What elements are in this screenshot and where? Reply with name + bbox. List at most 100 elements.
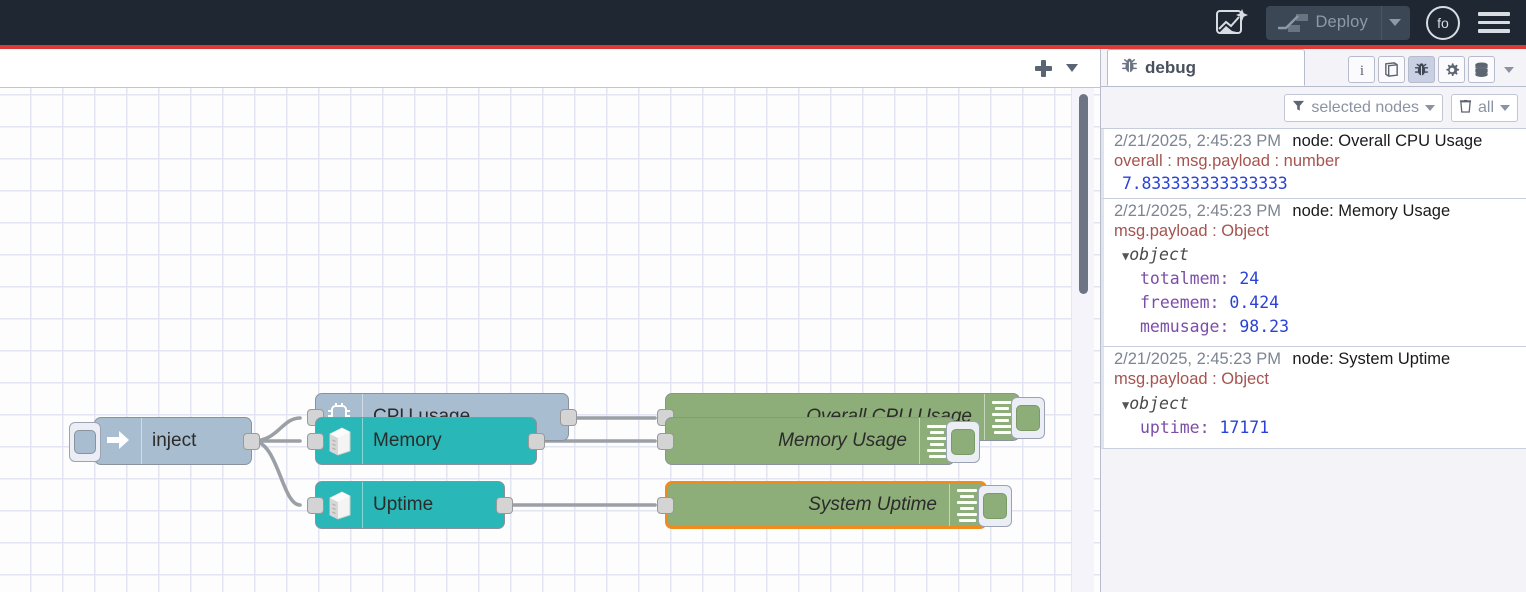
- sidebar: debug i: [1100, 49, 1526, 592]
- caret-down-icon: ▼: [1122, 397, 1130, 412]
- node-memory[interactable]: Memory: [307, 417, 545, 465]
- filter-icon: [1292, 99, 1305, 117]
- debug-message[interactable]: 2/21/2025, 2:45:23 PM node: System Uptim…: [1101, 347, 1526, 449]
- debug-object-toggle[interactable]: ▼object: [1114, 241, 1518, 264]
- debug-lines-icon: [949, 484, 984, 526]
- debug-toggle-button[interactable]: [1011, 397, 1045, 439]
- chevron-down-icon: [1424, 104, 1435, 111]
- debug-value: 7.833333333333333: [1122, 173, 1288, 193]
- canvas-scrollbar[interactable]: [1079, 94, 1088, 294]
- debug-topic: msg.payload : Object: [1114, 221, 1269, 240]
- sidebar-tab-row: debug i: [1101, 49, 1526, 87]
- debug-toggle-button[interactable]: [946, 421, 980, 463]
- node-label: inject: [152, 430, 197, 451]
- debug-message[interactable]: 2/21/2025, 2:45:23 PM node: Memory Usage…: [1101, 198, 1526, 348]
- bug-icon: [1120, 56, 1139, 80]
- debug-object-property: totalmem: 24: [1140, 269, 1260, 289]
- hamburger-menu-icon[interactable]: [1478, 8, 1510, 38]
- property-key: totalmem: [1140, 269, 1220, 289]
- debug-object-property: uptime: 17171: [1140, 417, 1270, 437]
- gear-icon[interactable]: [1438, 56, 1465, 83]
- output-port[interactable]: [496, 497, 513, 514]
- bug-icon[interactable]: [1408, 56, 1435, 83]
- sidebar-tab-label: debug: [1145, 57, 1196, 77]
- avatar[interactable]: fo: [1426, 5, 1460, 40]
- node-label: Uptime: [373, 494, 434, 515]
- inject-arrow-icon: [95, 418, 142, 464]
- inject-trigger-button[interactable]: [69, 422, 101, 462]
- flow-tab-bar: [0, 49, 1100, 88]
- debug-object-label: object: [1129, 245, 1189, 265]
- debug-clear-button[interactable]: all: [1450, 93, 1518, 122]
- node-memory-usage[interactable]: Memory Usage: [657, 417, 980, 465]
- node-label: System Uptime: [808, 494, 937, 515]
- server-icon: [316, 482, 363, 528]
- debug-clear-label: all: [1477, 98, 1494, 116]
- plus-icon[interactable]: [1028, 53, 1058, 83]
- database-icon[interactable]: [1468, 56, 1495, 83]
- deploy-label: Deploy: [1315, 13, 1368, 31]
- property-key: memusage: [1140, 317, 1220, 337]
- info-icon[interactable]: i: [1348, 56, 1375, 83]
- chevron-down-icon: [1500, 104, 1510, 111]
- property-value: 24: [1239, 269, 1260, 289]
- debug-object-property: memusage: 98.23: [1140, 317, 1290, 337]
- debug-source-node: node: System Uptime: [1292, 350, 1451, 369]
- debug-message-header: 2/21/2025, 2:45:23 PM node: System Uptim…: [1114, 350, 1518, 369]
- property-value: 0.424: [1229, 293, 1280, 313]
- canvas-scroll-track: [1071, 88, 1094, 592]
- caret-down-icon: ▼: [1122, 249, 1130, 264]
- debug-filter-row: selected nodes all: [1101, 87, 1526, 129]
- server-icon: [316, 418, 363, 464]
- output-port[interactable]: [560, 409, 577, 426]
- input-port[interactable]: [657, 433, 674, 450]
- flow-canvas[interactable]: inject CPU us: [0, 88, 1100, 592]
- debug-message-header: 2/21/2025, 2:45:23 PM node: Memory Usage: [1114, 202, 1518, 221]
- debug-object-label: object: [1129, 393, 1189, 413]
- deploy-caret-icon[interactable]: [1381, 5, 1408, 40]
- debug-timestamp: 2/21/2025, 2:45:23 PM: [1114, 132, 1281, 150]
- debug-toggle-button[interactable]: [978, 485, 1012, 527]
- trash-icon: [1459, 98, 1472, 118]
- node-uptime[interactable]: Uptime: [307, 481, 513, 529]
- property-value: 17171: [1219, 417, 1270, 437]
- sidebar-tab-debug[interactable]: debug: [1107, 49, 1305, 86]
- node-inject[interactable]: inject: [69, 417, 260, 465]
- debug-lines-icon: [919, 418, 954, 464]
- output-port[interactable]: [243, 433, 260, 450]
- output-port[interactable]: [528, 433, 545, 450]
- book-icon[interactable]: [1378, 56, 1405, 83]
- debug-source-node: node: Memory Usage: [1292, 201, 1451, 220]
- property-key: uptime: [1140, 417, 1200, 437]
- debug-object-property: freemem: 0.424: [1140, 293, 1280, 313]
- debug-node-filter[interactable]: selected nodes: [1284, 93, 1443, 122]
- debug-message-list[interactable]: 2/21/2025, 2:45:23 PM node: Overall CPU …: [1101, 129, 1526, 592]
- input-port[interactable]: [307, 497, 324, 514]
- node-label: Memory Usage: [778, 430, 907, 451]
- debug-topic: msg.payload : Object: [1114, 370, 1269, 389]
- debug-message[interactable]: 2/21/2025, 2:45:23 PM node: Overall CPU …: [1101, 129, 1526, 199]
- debug-lines-icon: [984, 394, 1019, 440]
- property-key: freemem: [1140, 293, 1210, 313]
- debug-topic: overall : msg.payload : number: [1114, 152, 1340, 170]
- flow-assistant-icon[interactable]: [1212, 3, 1252, 43]
- input-port[interactable]: [307, 433, 324, 450]
- input-port[interactable]: [657, 497, 674, 514]
- deploy-button[interactable]: Deploy: [1266, 5, 1410, 40]
- debug-timestamp: 2/21/2025, 2:45:23 PM: [1114, 350, 1281, 369]
- debug-object-toggle[interactable]: ▼object: [1114, 390, 1518, 413]
- property-value: 98.23: [1239, 317, 1290, 337]
- deploy-icon: [1276, 11, 1310, 35]
- app-header: Deploy fo: [0, 0, 1526, 45]
- node-system-uptime[interactable]: System Uptime: [657, 481, 1012, 529]
- debug-message-header: 2/21/2025, 2:45:23 PM node: Overall CPU …: [1114, 132, 1518, 151]
- svg-text:i: i: [1359, 63, 1363, 78]
- sidebar-actions-caret-icon[interactable]: [1498, 56, 1520, 83]
- sidebar-action-buttons: i: [1348, 56, 1526, 86]
- debug-source-node: node: Overall CPU Usage: [1292, 132, 1483, 150]
- chevron-down-icon[interactable]: [1058, 53, 1086, 83]
- header-accent-bar: [0, 45, 1526, 49]
- workspace: inject CPU us: [0, 49, 1100, 592]
- debug-node-filter-label: selected nodes: [1311, 98, 1419, 116]
